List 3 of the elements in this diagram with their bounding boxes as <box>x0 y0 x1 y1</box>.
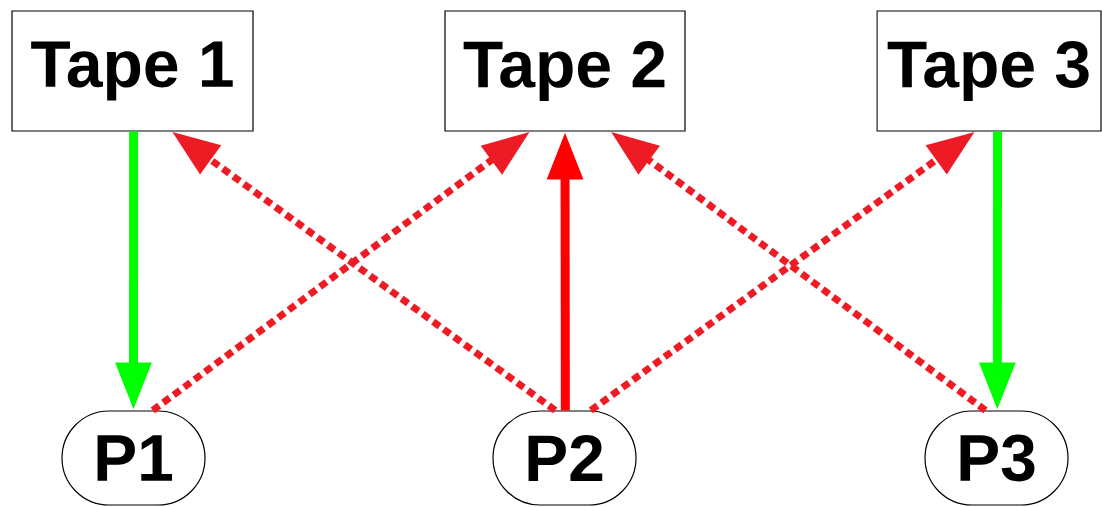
tape-box: Tape 2 <box>444 10 686 132</box>
tape-box: Tape 3 <box>876 10 1102 132</box>
tape-box: Tape 1 <box>11 10 254 132</box>
